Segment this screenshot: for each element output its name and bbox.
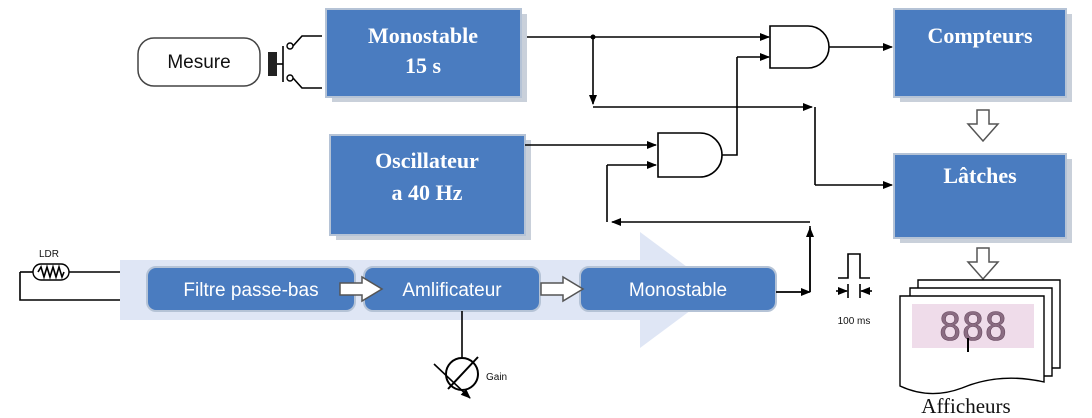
- amplificateur-block: Amlificateur: [363, 266, 541, 312]
- ldr-sensor: LDR: [19, 249, 120, 301]
- afficheurs-label: Afficheurs: [921, 394, 1010, 418]
- wiring: [525, 33, 893, 296]
- monostable-15s-duration: 15 s: [405, 53, 442, 78]
- ampli-to-monostable-arrow: [540, 275, 585, 303]
- and-gate-bottom: [657, 132, 723, 178]
- compteurs-block: Compteurs: [893, 8, 1072, 102]
- gain-label: Gain: [486, 372, 507, 383]
- filtre-passe-bas-block: Filtre passe-bas: [146, 266, 356, 312]
- monostable-label: Monostable: [629, 280, 727, 301]
- latches-to-afficheurs-arrow: [966, 247, 1000, 281]
- mesure-button[interactable]: Mesure: [137, 37, 261, 87]
- gain-potentiometer: Gain: [433, 311, 507, 399]
- latches-label: Lâtches: [943, 163, 1017, 188]
- compteurs-to-latches-arrow: [966, 109, 1000, 143]
- ldr-label: LDR: [39, 249, 59, 260]
- display-digits: 888: [939, 305, 1008, 349]
- latches-block: Lâtches: [893, 153, 1072, 243]
- amplificateur-label: Amlificateur: [402, 280, 502, 301]
- mesure-label: Mesure: [167, 52, 230, 73]
- pulse-width-label: 100 ms: [838, 316, 871, 327]
- monostable-15s-title: Monostable: [368, 23, 478, 48]
- compteurs-label: Compteurs: [927, 23, 1033, 48]
- monostable-15s-block: Monostable 15 s: [325, 8, 527, 102]
- oscillateur-block: Oscillateur a 40 Hz: [329, 134, 531, 240]
- filtre-label: Filtre passe-bas: [183, 280, 318, 301]
- oscillateur-frequency: a 40 Hz: [392, 180, 463, 205]
- pulse-100ms-icon: 100 ms: [836, 253, 872, 327]
- oscillateur-title: Oscillateur: [375, 148, 479, 173]
- pushbutton-switch-icon: [268, 35, 322, 89]
- display-screen: [912, 304, 1034, 348]
- monostable-block: Monostable: [579, 266, 777, 312]
- filtre-to-ampli-arrow: [339, 275, 384, 303]
- afficheurs-displays: 888: [899, 279, 1061, 395]
- and-gate-top: [769, 25, 830, 69]
